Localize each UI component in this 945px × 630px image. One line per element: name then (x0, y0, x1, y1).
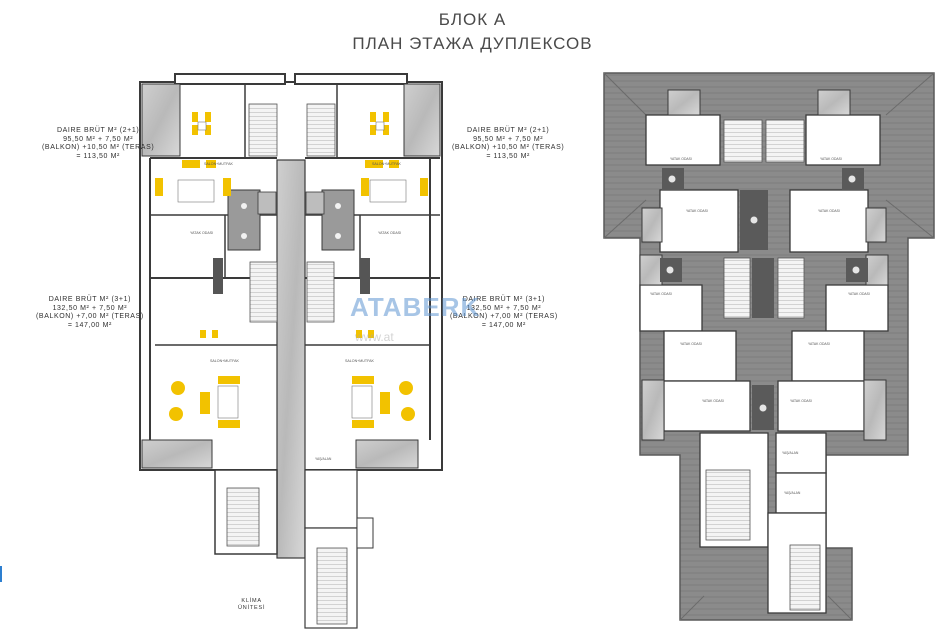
svg-text:SALON+MUTFAK: SALON+MUTFAK (345, 359, 374, 363)
svg-text:YATAK ODASI: YATAK ODASI (378, 231, 401, 235)
page-title: БЛОК А (438, 10, 507, 29)
svg-text:YATAK ODASI: YATAK ODASI (702, 399, 724, 403)
svg-text:YATAK ODASI: YATAK ODASI (680, 342, 702, 346)
svg-text:YAŞ/ALAN: YAŞ/ALAN (784, 491, 801, 495)
apartment-label-top-right: DAIRE BRÜT M² (2+1)95,50 M² + 7,50 M²(BA… (452, 127, 565, 160)
svg-text:YATAK ODASI: YATAK ODASI (650, 292, 672, 296)
edge-marker (0, 566, 2, 582)
apartment-label-top-left: DAIRE BRÜT M² (2+1)95,50 M² + 7,50 M²(BA… (42, 127, 155, 160)
left-floor-plan: SALON+MUTFAK SALON+MUTFAK SALON+MUTFAK S… (139, 73, 443, 629)
watermark-site: www.at (355, 330, 394, 344)
svg-text:YATAK ODASI: YATAK ODASI (686, 209, 708, 213)
svg-text:SALON+MUTFAK: SALON+MUTFAK (372, 162, 401, 166)
svg-text:YATAK ODASI: YATAK ODASI (818, 209, 840, 213)
svg-text:YAŞ/ALAN: YAŞ/ALAN (782, 451, 799, 455)
watermark-logo: ATABERK (350, 292, 481, 322)
svg-text:YATAK ODASI: YATAK ODASI (190, 231, 213, 235)
apartment-label-mid-left: DAIRE BRÜT M² (3+1)132,50 M² + 7,50 M²(B… (36, 296, 144, 329)
svg-text:YATAK ODASI: YATAK ODASI (848, 292, 870, 296)
page-subtitle: ПЛАН ЭТАЖА ДУПЛЕКСОВ (352, 34, 593, 53)
right-floor-plan: YATAK ODASI YATAK ODASI YATAK ODASI YATA… (603, 72, 935, 621)
svg-text:YAŞ/ALAN: YAŞ/ALAN (315, 457, 332, 461)
svg-text:YATAK ODASI: YATAK ODASI (670, 157, 692, 161)
apartment-label-mid-right: DAIRE BRÜT M² (3+1)132,50 M² + 7,50 M²(B… (450, 296, 558, 329)
svg-text:SALON+MUTFAK: SALON+MUTFAK (204, 162, 233, 166)
svg-text:SALON+MUTFAK: SALON+MUTFAK (210, 359, 239, 363)
svg-text:YATAK ODASI: YATAK ODASI (790, 399, 812, 403)
svg-text:YATAK ODASI: YATAK ODASI (820, 157, 842, 161)
svg-text:YATAK ODASI: YATAK ODASI (808, 342, 830, 346)
